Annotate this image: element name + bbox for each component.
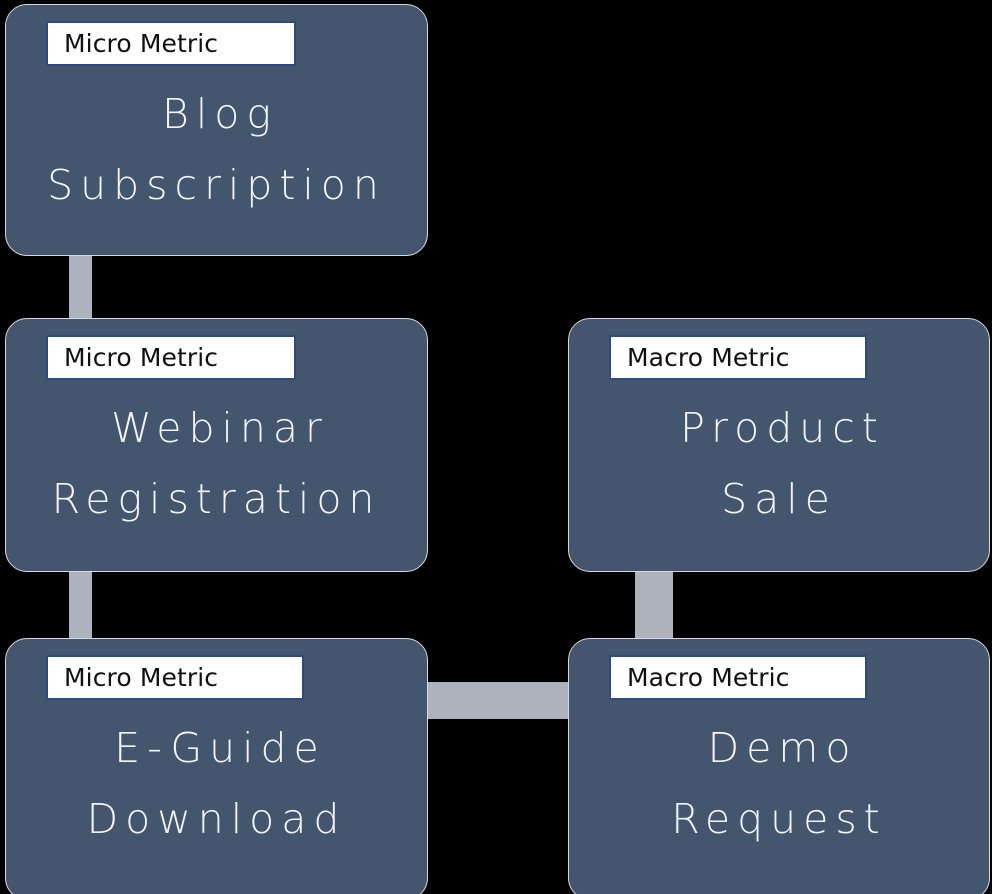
- metric-type-badge: Micro Metric: [46, 21, 296, 66]
- card-title: E-Guide Download: [86, 724, 347, 843]
- card-e-guide-download[interactable]: Micro Metric E-Guide Download: [5, 638, 428, 894]
- card-title: Webinar Registration: [51, 404, 382, 523]
- card-title: Demo Request: [671, 724, 887, 843]
- metric-type-badge: Micro Metric: [46, 335, 296, 380]
- card-blog-subscription[interactable]: Micro Metric Blog Subscription: [5, 4, 428, 256]
- connector-product-sale-to-demo: [635, 566, 673, 644]
- metric-type-badge: Macro Metric: [609, 655, 867, 700]
- card-demo-request[interactable]: Macro Metric Demo Request: [568, 638, 990, 894]
- connector-webinar-to-eguide: [69, 566, 92, 644]
- connector-blog-to-webinar: [69, 248, 92, 326]
- connector-eguide-to-demo: [420, 682, 576, 719]
- metric-type-badge: Micro Metric: [46, 655, 304, 700]
- card-title: Product Sale: [680, 404, 885, 523]
- card-webinar-registration[interactable]: Micro Metric Webinar Registration: [5, 318, 428, 572]
- card-title: Blog Subscription: [47, 90, 386, 209]
- card-product-sale[interactable]: Macro Metric Product Sale: [568, 318, 990, 572]
- metric-type-badge: Macro Metric: [609, 335, 867, 380]
